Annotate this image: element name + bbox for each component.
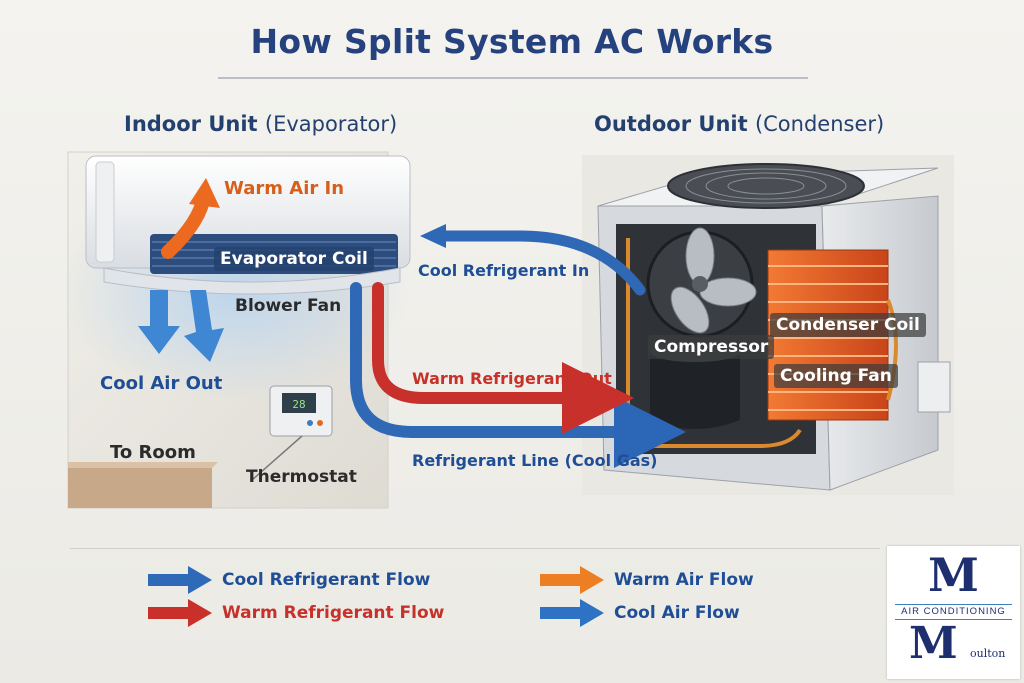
refrigerant-pipes <box>350 224 686 468</box>
logo-letter-top: M <box>928 548 979 602</box>
indoor-heading-sub: (Evaporator) <box>264 112 398 136</box>
warm-air-in-label: Warm Air In <box>224 178 345 199</box>
logo-letter-bottom: M <box>909 618 958 669</box>
cool-refrigerant-in-label: Cool Refrigerant In <box>418 261 590 280</box>
legend-item-cool-refrigerant: Cool Refrigerant Flow <box>222 570 430 590</box>
thermostat-icon: 28 <box>251 385 333 481</box>
legend-divider <box>70 548 880 549</box>
legend-item-warm-refrigerant: Warm Refrigerant Flow <box>222 603 444 623</box>
legend-swatches <box>148 566 604 627</box>
logo-line-top <box>895 604 1012 605</box>
logo-band-text: AIR CONDITIONING <box>901 606 1006 617</box>
legend-label: Warm Refrigerant Flow <box>222 603 445 623</box>
warm-air-in-arrow-head <box>189 178 220 208</box>
company-logo: M AIR CONDITIONING M oulton <box>887 546 1020 679</box>
cooling-fan-label: Cooling Fan <box>774 364 898 388</box>
indoor-unit-heading: Indoor Unit (Evaporator) <box>124 112 397 136</box>
svg-text:28: 28 <box>292 398 305 411</box>
legend-label: Warm Air Flow <box>614 570 754 590</box>
evaporator-coil-label: Evaporator Coil <box>214 247 374 271</box>
title-divider <box>218 77 808 79</box>
condenser-coil-label: Condenser Coil <box>770 313 926 337</box>
blower-fan-label: Blower Fan <box>235 296 342 316</box>
refrigerant-line-label: Refrigerant Line (Cool Gas) <box>412 451 658 470</box>
page-title: How Split System AC Works <box>250 22 774 61</box>
outdoor-unit-heading: Outdoor Unit (Condenser) <box>594 112 884 136</box>
warm-refrigerant-out-label: Warm Refrigerant Out <box>412 369 612 388</box>
outdoor-heading-sub: (Condenser) <box>754 112 885 136</box>
indoor-heading-main: Indoor Unit <box>124 112 258 136</box>
outdoor-heading-main: Outdoor Unit <box>594 112 748 136</box>
legend-item-warm-air: Warm Air Flow <box>614 570 754 590</box>
cool-air-out-arrows <box>138 290 224 362</box>
logo-band-background <box>893 602 1014 619</box>
logo-word: oulton <box>970 647 1006 660</box>
logo-line-bottom <box>895 619 1012 620</box>
cool-air-out-label: Cool Air Out <box>100 373 223 394</box>
thermostat-label: Thermostat <box>246 467 357 487</box>
cooling-fan-icon <box>646 227 757 338</box>
legend-label: Cool Refrigerant Flow <box>222 570 431 590</box>
legend-item-cool-air: Cool Air Flow <box>614 603 740 623</box>
compressor-label: Compressor <box>648 335 775 359</box>
legend-label: Cool Air Flow <box>614 603 740 623</box>
wall-mounted-ac-icon <box>85 155 411 295</box>
to-room-label: To Room <box>110 442 196 463</box>
